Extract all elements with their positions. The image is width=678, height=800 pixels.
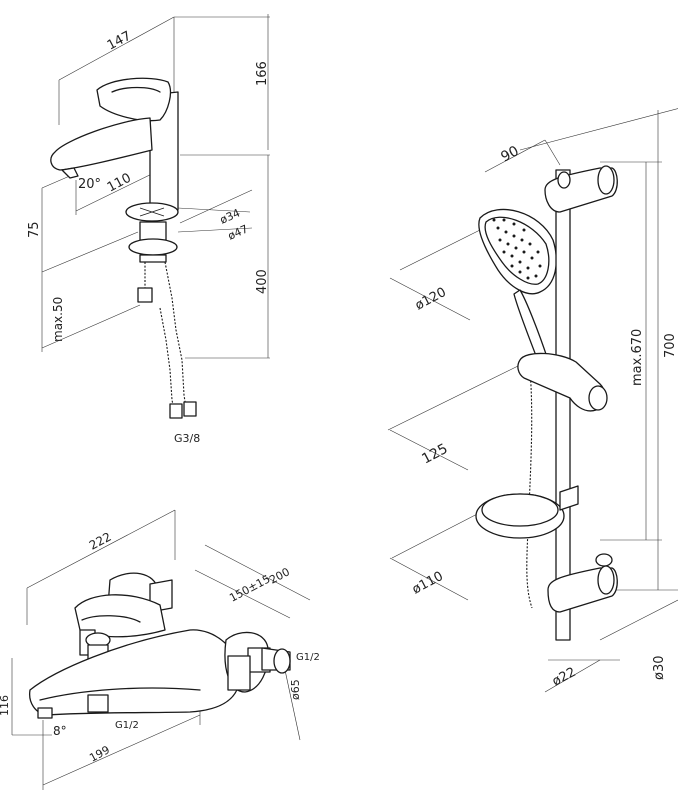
basin-hose-length-label: 400 bbox=[255, 269, 270, 294]
bath-inlet-thread-label: G1/2 bbox=[296, 652, 320, 663]
shower-bracket-diameter-label: ø30 bbox=[652, 656, 667, 681]
bath-outlet-thread-label: G1/2 bbox=[115, 720, 139, 731]
shower-hand-shower bbox=[478, 208, 557, 367]
basin-hose-thread-label: G3/8 bbox=[174, 432, 200, 445]
bath-angle-label: 8° bbox=[53, 724, 67, 738]
shower-dish-diameter-label: ø110 bbox=[410, 569, 446, 598]
shower-set-drawing: 90 ø120 125 ø110 ø22 ø30 max.670 700 bbox=[387, 108, 678, 693]
bath-length-label: 199 bbox=[87, 743, 112, 764]
bath-height-label: 116 bbox=[0, 695, 11, 716]
basin-width-label: 147 bbox=[105, 29, 134, 54]
bath-mixer-drawing: 222 200 150±15 116 199 8° G1/2 G1/2 ø65 bbox=[0, 509, 320, 790]
shower-nozzles bbox=[492, 218, 542, 280]
shower-dimension-lines bbox=[387, 108, 678, 693]
basin-max-deck-label: max.50 bbox=[51, 297, 65, 342]
shower-hose bbox=[526, 369, 533, 609]
bath-faucet-body bbox=[29, 572, 291, 719]
shower-dimension-labels: 90 ø120 125 ø110 ø22 ø30 max.670 700 bbox=[410, 143, 678, 689]
basin-dimension-lines bbox=[41, 14, 270, 359]
bath-escutcheon-label: ø65 bbox=[289, 679, 302, 700]
basin-spout-height-label: 75 bbox=[27, 221, 42, 238]
basin-base-diameter-label: ø34 bbox=[218, 206, 242, 226]
basin-height-label: 166 bbox=[255, 61, 270, 86]
shower-slide-holder bbox=[517, 352, 608, 412]
basin-mixer-drawing: 147 166 110 20° 75 ø34 ø47 max.50 400 G3… bbox=[27, 14, 270, 445]
shower-rail-depth-label: 90 bbox=[498, 143, 521, 165]
shower-rail-diameter-label: ø22 bbox=[550, 665, 579, 690]
bath-dimension-lines bbox=[11, 509, 311, 790]
shower-soap-dish bbox=[475, 485, 579, 539]
shower-rail-length-label: 700 bbox=[663, 333, 678, 358]
bath-centers-label: 150±15 bbox=[227, 572, 272, 604]
basin-hoses bbox=[137, 261, 197, 419]
basin-faucet-body bbox=[50, 77, 179, 263]
basin-reach-label: 110 bbox=[105, 171, 134, 196]
basin-angle-label: 20° bbox=[78, 177, 101, 192]
shower-max-height-label: max.670 bbox=[630, 329, 645, 386]
shower-holder-offset-label: 125 bbox=[419, 441, 450, 468]
shower-head-diameter-label: ø120 bbox=[413, 285, 449, 314]
basin-flange-diameter-label: ø47 bbox=[226, 222, 250, 242]
